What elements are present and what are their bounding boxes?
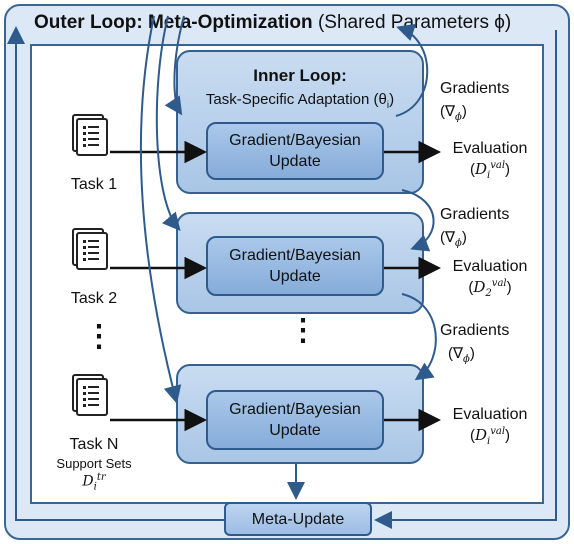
gradients-symbol: (∇ϕ): [448, 345, 475, 365]
task-label: Task 2: [70, 290, 118, 307]
ellipsis-left: ⋮: [84, 320, 114, 353]
outer-loop-title: Outer Loop: Meta-Optimization (Shared Pa…: [34, 12, 512, 33]
support-sets-symbol: Ditr: [82, 472, 106, 493]
evaluation-label: Evaluation: [452, 140, 528, 157]
ellipsis-center: ⋮: [288, 314, 318, 347]
gradients-symbol: (∇ϕ): [440, 103, 467, 123]
evaluation-symbol: (D2val): [468, 278, 512, 299]
support-sets-label: Support Sets: [56, 456, 132, 471]
task-label: Task N: [69, 436, 119, 453]
gradients-label: Gradients: [440, 206, 510, 223]
inner-loop-title: Inner Loop:: [253, 66, 347, 85]
evaluation-label: Evaluation: [452, 406, 528, 423]
evaluation-symbol: (Dival): [469, 426, 511, 447]
meta-update-box: Meta-Update: [224, 502, 372, 536]
gradients-label: Gradients: [440, 80, 510, 97]
inner-loop-subtitle: Task-Specific Adaptation (θi): [205, 91, 395, 111]
gradients-label: Gradients: [440, 322, 510, 339]
evaluation-symbol: (Dival): [469, 160, 511, 181]
task-label: Task 1: [70, 176, 118, 193]
gradients-symbol: (∇ϕ): [440, 229, 467, 249]
evaluation-label: Evaluation: [452, 258, 528, 275]
